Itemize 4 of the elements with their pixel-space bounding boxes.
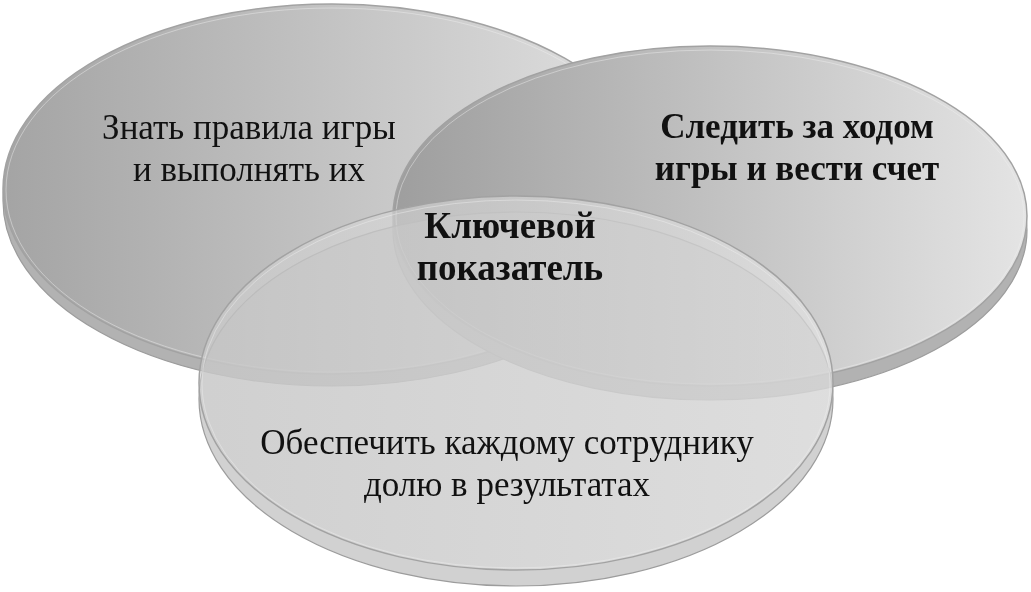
set-label: Знать правила игры и выполнять их xyxy=(101,107,397,191)
set-label: Следить за ходом игры и вести счет xyxy=(653,106,941,190)
intersection-label: Ключевой показатель xyxy=(415,205,605,289)
set-label: Обеспечить каждому сотруднику долю в результатах xyxy=(259,422,755,506)
